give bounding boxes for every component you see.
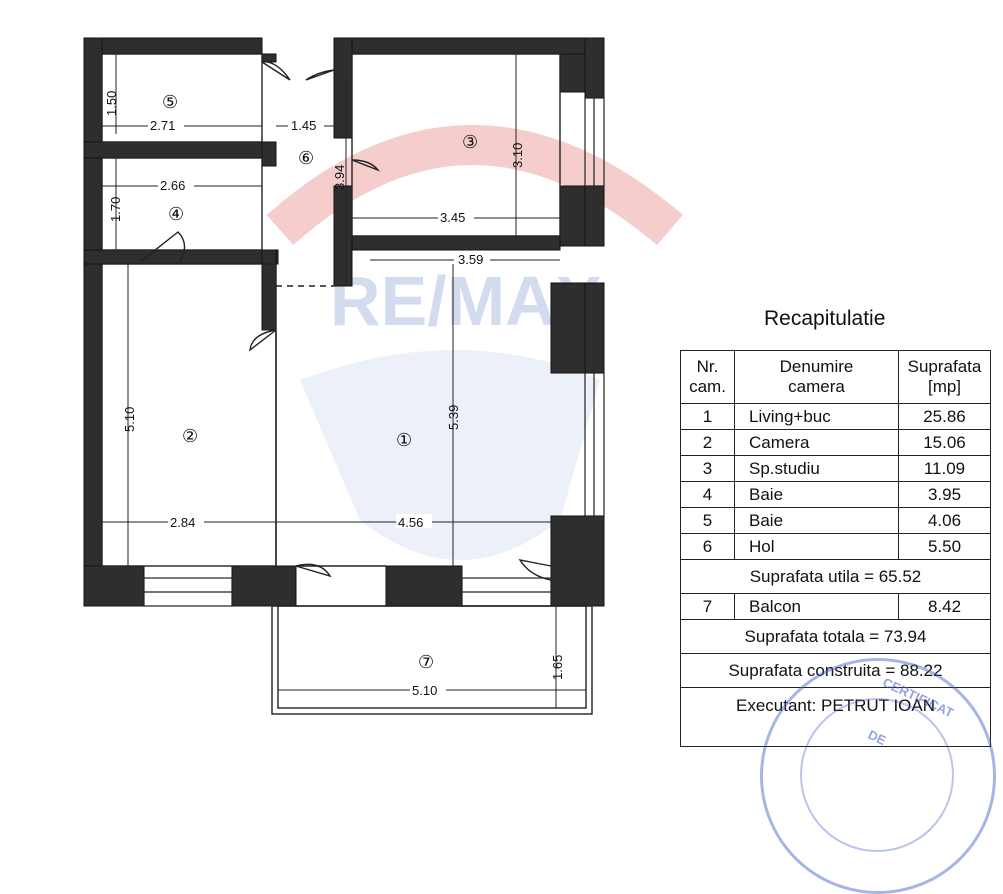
dim-r6-w: 1.45 bbox=[291, 118, 316, 133]
balcon-nr: 7 bbox=[680, 593, 735, 620]
utila-text: Suprafata utila = 65.52 bbox=[680, 559, 991, 594]
interior-lines bbox=[101, 53, 593, 715]
dim-r2-h: 5.10 bbox=[122, 407, 137, 432]
dim-balc-w: 5.10 bbox=[412, 683, 437, 698]
room-marker-3: ③ bbox=[462, 132, 478, 153]
recap-title: Recapitulatie bbox=[764, 307, 886, 330]
room-marker-2: ② bbox=[182, 426, 198, 447]
dim-r2-w: 2.84 bbox=[170, 515, 195, 530]
row-nr: 2 bbox=[680, 429, 735, 456]
table-row: 4 Baie 3.95 bbox=[680, 481, 991, 508]
table-row: 2 Camera 15.06 bbox=[680, 429, 991, 456]
balcon-name: Balcon bbox=[734, 593, 899, 620]
row-name: Living+buc bbox=[734, 403, 899, 430]
row-area: 11.09 bbox=[898, 455, 991, 482]
room-marker-4: ④ bbox=[168, 204, 184, 225]
room-marker-5: ⑤ bbox=[162, 92, 178, 113]
recap-table: Nr. cam. Denumire camera Suprafata [mp] … bbox=[680, 350, 991, 747]
dim-r3-h: 3.10 bbox=[510, 143, 525, 168]
room-markers: ① ② ③ ④ ⑤ ⑥ ⑦ bbox=[162, 92, 478, 673]
room-marker-6: ⑥ bbox=[298, 148, 314, 169]
dim-r5-w: 2.71 bbox=[150, 118, 175, 133]
room-marker-1: ① bbox=[396, 430, 412, 451]
row-name: Sp.studiu bbox=[734, 455, 899, 482]
balcon-row: 7 Balcon 8.42 bbox=[680, 593, 991, 620]
certification-stamp-inner bbox=[800, 698, 954, 852]
row-area: 3.95 bbox=[898, 481, 991, 508]
dim-r4-h: 1.70 bbox=[108, 197, 123, 222]
dim-r4-w: 2.66 bbox=[160, 178, 185, 193]
dim-r1-h: 5.39 bbox=[446, 405, 461, 430]
table-row: 1 Living+buc 25.86 bbox=[680, 403, 991, 430]
row-name: Baie bbox=[734, 481, 899, 508]
totala-row: Suprafata totala = 73.94 bbox=[680, 619, 991, 654]
row-area: 15.06 bbox=[898, 429, 991, 456]
dim-r3-w: 3.45 bbox=[440, 210, 465, 225]
table-header: Nr. cam. Denumire camera Suprafata [mp] bbox=[680, 350, 991, 404]
dim-r1-top: 3.59 bbox=[458, 252, 483, 267]
header-nr: Nr. cam. bbox=[680, 350, 735, 404]
balcon-area: 8.42 bbox=[898, 593, 991, 620]
row-area: 5.50 bbox=[898, 533, 991, 560]
row-nr: 3 bbox=[680, 455, 735, 482]
row-nr: 4 bbox=[680, 481, 735, 508]
doors bbox=[139, 61, 552, 581]
dim-r1-w: 4.56 bbox=[398, 515, 423, 530]
row-nr: 5 bbox=[680, 507, 735, 534]
windows bbox=[143, 97, 605, 607]
dim-balc-h: 1.65 bbox=[550, 655, 565, 680]
table-row: 3 Sp.studiu 11.09 bbox=[680, 455, 991, 482]
dim-r6-h: 3.94 bbox=[332, 165, 347, 190]
row-name: Hol bbox=[734, 533, 899, 560]
row-nr: 1 bbox=[680, 403, 735, 430]
row-nr: 6 bbox=[680, 533, 735, 560]
utila-row: Suprafata utila = 65.52 bbox=[680, 559, 991, 594]
dimension-labels: 2.71 1.50 1.45 3.94 3.10 3.45 2.66 1.70 … bbox=[104, 91, 565, 698]
row-name: Baie bbox=[734, 507, 899, 534]
header-area: Suprafata [mp] bbox=[898, 350, 991, 404]
table-row: 6 Hol 5.50 bbox=[680, 533, 991, 560]
row-area: 4.06 bbox=[898, 507, 991, 534]
header-name: Denumire camera bbox=[734, 350, 899, 404]
walls bbox=[83, 37, 605, 607]
row-name: Camera bbox=[734, 429, 899, 456]
totala-text: Suprafata totala = 73.94 bbox=[680, 619, 991, 654]
row-area: 25.86 bbox=[898, 403, 991, 430]
table-row: 5 Baie 4.06 bbox=[680, 507, 991, 534]
room-marker-7: ⑦ bbox=[418, 652, 434, 673]
dim-r5-h: 1.50 bbox=[104, 91, 119, 116]
floor-plan: RE/MAX bbox=[83, 37, 683, 715]
